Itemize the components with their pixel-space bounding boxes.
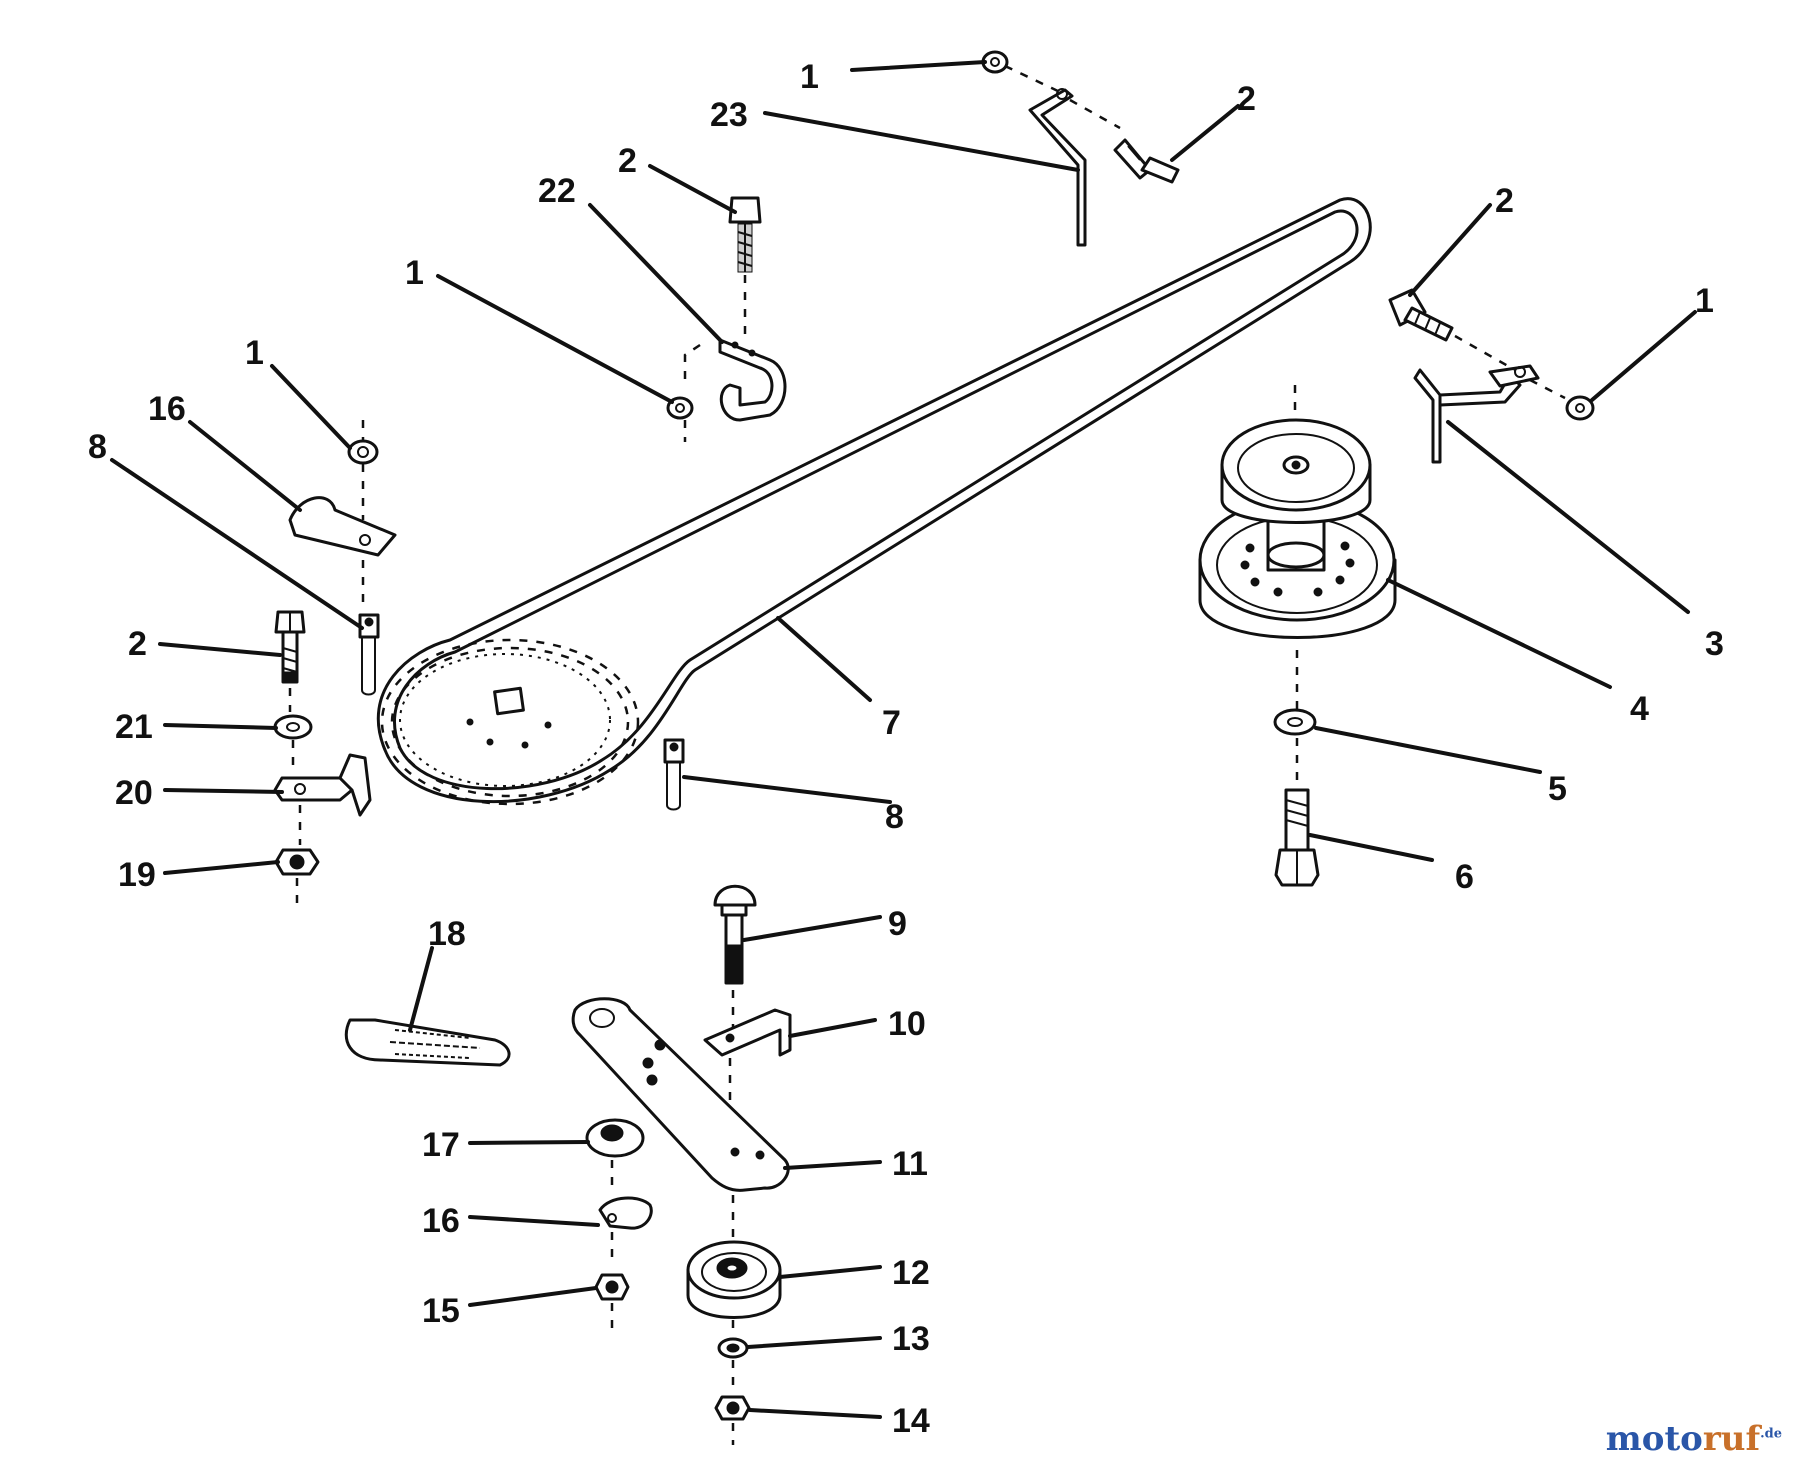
hex-bolt xyxy=(1113,138,1180,184)
callout-8-center: 8 xyxy=(885,798,904,836)
idler-arm xyxy=(571,997,790,1192)
double-pulley xyxy=(1198,385,1397,710)
callout-15: 15 xyxy=(422,1292,460,1330)
flat-washer xyxy=(273,714,313,740)
idler-pulley xyxy=(686,1240,782,1319)
callout-16-bottom: 16 xyxy=(422,1202,460,1240)
callout-6: 6 xyxy=(1455,858,1474,896)
carriage-bolt xyxy=(713,884,757,985)
callout-14: 14 xyxy=(892,1402,930,1440)
callout-19: 19 xyxy=(118,856,156,894)
watermark-part-2: ruf xyxy=(1702,1419,1761,1459)
callout-1-center: 1 xyxy=(405,254,424,292)
belt-keeper-clip xyxy=(598,1196,653,1230)
callout-8-left: 8 xyxy=(88,428,107,466)
flat-washer xyxy=(1273,708,1317,736)
hex-bolt xyxy=(1388,288,1454,342)
callout-labels: 1 23 2 2 22 1 2 1 1 16 8 2 21 20 19 7 8 … xyxy=(88,58,1724,1440)
callout-11: 11 xyxy=(892,1145,928,1183)
callout-20: 20 xyxy=(115,774,153,812)
pulley-shoulder-bolt xyxy=(1274,788,1320,887)
callout-9: 9 xyxy=(888,905,907,943)
leader-lines xyxy=(110,60,1697,1419)
decal xyxy=(344,1018,511,1067)
callout-12: 12 xyxy=(892,1254,930,1292)
watermark-part-1: moto xyxy=(1605,1419,1703,1459)
callout-1-top: 1 xyxy=(800,58,819,96)
callout-13: 13 xyxy=(892,1320,930,1358)
hex-nut xyxy=(594,1273,630,1301)
drive-belt xyxy=(376,197,1372,806)
callout-1-left: 1 xyxy=(245,334,264,372)
callout-22: 22 xyxy=(538,172,576,210)
idler-bracket-small xyxy=(703,1008,792,1057)
callout-1-right: 1 xyxy=(1695,282,1714,320)
belt-keeper-clip xyxy=(288,496,397,557)
belt-guide-bracket xyxy=(683,338,787,422)
callout-2-right: 2 xyxy=(1495,182,1514,220)
watermark-logo: motoruf.de xyxy=(1606,1419,1782,1459)
callout-21: 21 xyxy=(115,708,153,746)
hex-nut xyxy=(714,1395,751,1421)
callout-5: 5 xyxy=(1548,770,1567,808)
angle-bracket xyxy=(273,753,372,817)
callout-4: 4 xyxy=(1630,690,1649,728)
hex-nut xyxy=(666,396,694,420)
stud xyxy=(663,738,685,811)
hex-nut xyxy=(274,848,320,876)
callout-2-top: 2 xyxy=(1237,80,1256,118)
hex-nut xyxy=(347,439,379,465)
watermark-part-3: .de xyxy=(1760,1426,1782,1442)
callout-18: 18 xyxy=(428,915,466,953)
callout-2-left: 2 xyxy=(128,625,147,663)
callout-16-left: 16 xyxy=(148,390,186,428)
callout-17: 17 xyxy=(422,1126,460,1164)
callout-3: 3 xyxy=(1705,625,1724,663)
hex-bolt xyxy=(274,610,306,684)
callout-7: 7 xyxy=(882,704,901,742)
callout-2-bracket: 2 xyxy=(618,142,637,180)
top-idler-bracket xyxy=(1028,88,1087,247)
callout-10: 10 xyxy=(888,1005,926,1043)
stud xyxy=(358,613,380,696)
flat-washer xyxy=(717,1337,749,1359)
hex-nut xyxy=(1565,395,1595,421)
spacer-washer xyxy=(585,1118,645,1158)
callout-23: 23 xyxy=(710,96,748,134)
idler-arm-bracket xyxy=(1413,364,1540,464)
carriage-bolt-top xyxy=(728,196,762,273)
